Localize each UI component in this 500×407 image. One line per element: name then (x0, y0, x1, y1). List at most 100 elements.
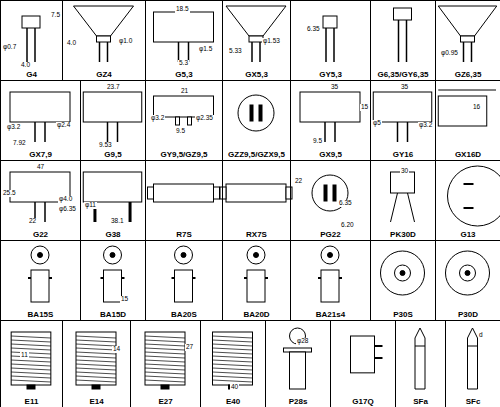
base-drawing (213, 332, 253, 389)
base-name: G4 (2, 71, 61, 79)
base-name: BA21s4 (292, 311, 369, 319)
base-drawing (83, 172, 142, 222)
dimension-label: φ2.4 (56, 122, 71, 129)
base-cell: R7S (145, 160, 223, 241)
dimension-label: 15 (120, 296, 129, 303)
base-drawing (172, 246, 196, 302)
base-cell: GZZ9,5/GZX9,5 (222, 80, 291, 161)
base-drawing (438, 6, 497, 62)
dimension-label: 25.5 (2, 190, 17, 197)
base-name: SFc (447, 398, 499, 406)
dimension-label: φ3.2 (150, 115, 165, 122)
base-name: GX16D (437, 151, 499, 159)
dimension-label: φ11 (84, 202, 97, 209)
base-drawing (11, 332, 51, 389)
dimension-label: φ1.0 (118, 38, 133, 45)
base-name: E14 (64, 398, 129, 406)
base-name: E40 (202, 398, 264, 406)
base-drawing (438, 90, 496, 126)
base-drawing (446, 251, 490, 295)
dimension-label: 22 (28, 218, 37, 225)
base-drawing (22, 16, 40, 62)
dimension-label: 18.5 (175, 6, 190, 13)
base-name: E27 (132, 398, 199, 406)
base-name: R7S (147, 231, 221, 239)
base-cell: P28s (265, 320, 331, 407)
base-cell: BA15D (80, 240, 146, 321)
dimension-label: 9.53 (98, 142, 113, 149)
dimension-label: 27 (185, 344, 194, 351)
base-cell: SFa (395, 320, 446, 407)
base-drawing (226, 6, 286, 62)
base-name: PK30D (372, 231, 434, 239)
base-cell: GX9,5 (290, 80, 371, 161)
dimension-label: 11 (20, 352, 29, 359)
base-cell: BA21s4 (290, 240, 371, 321)
base-name: GX7,9 (2, 151, 79, 159)
base-drawing (220, 184, 292, 202)
base-name: P30S (372, 311, 434, 319)
base-cell: BA15S (0, 240, 81, 321)
dimension-label: 23.7 (106, 84, 121, 91)
base-cell: BA20D (222, 240, 291, 321)
base-drawing (373, 92, 432, 142)
base-name: G38 (82, 231, 144, 239)
base-cell: E40 (200, 320, 266, 407)
dimension-label: 6.35 (306, 26, 321, 33)
base-cell: G6,35/GY6,35 (370, 0, 436, 81)
base-name: GY16 (372, 151, 434, 159)
dimension-label: φ28 (296, 338, 309, 345)
base-drawing (10, 92, 70, 142)
base-name: BA20D (224, 311, 289, 319)
dimension-label: 21 (180, 88, 189, 95)
base-drawing (300, 92, 360, 142)
base-name: G9,5 (82, 151, 144, 159)
base-drawing (145, 332, 185, 389)
base-drawing (76, 332, 116, 389)
base-cell: G13 (435, 160, 500, 241)
base-cell: GY5,3 (290, 0, 371, 81)
base-name: BA20S (147, 311, 221, 319)
base-drawing (154, 12, 214, 62)
dimension-label: 35 (400, 84, 409, 91)
dimension-label: 9.5 (312, 138, 323, 145)
base-cell: G9,5 (80, 80, 146, 161)
base-name: BA15S (2, 311, 79, 319)
base-name: BA15D (82, 311, 144, 319)
base-cell: E27 (130, 320, 201, 407)
dimension-label: φ5 (372, 120, 382, 127)
dimension-label: 30 (400, 168, 409, 175)
base-cell: G17Q (330, 320, 396, 407)
dimension-label: 4.0 (66, 40, 77, 47)
base-cell: P30S (370, 240, 436, 321)
base-name: GX5,3 (224, 71, 289, 79)
base-cell: P30D (435, 240, 500, 321)
base-name: P28s (267, 398, 329, 406)
dimension-label: φ3.2 (418, 122, 433, 129)
base-drawing (238, 95, 274, 131)
dimension-label: 6.20 (340, 222, 355, 229)
base-cell: E11 (0, 320, 63, 407)
base-cell: BA20S (145, 240, 223, 321)
dimension-label: 5.3 (178, 60, 189, 67)
dimension-label: φ1.5 (198, 46, 213, 53)
dimension-label: 38.1 (110, 218, 125, 225)
base-name: G22 (2, 231, 79, 239)
dimension-label: 6.35 (338, 200, 353, 207)
base-drawing (28, 246, 52, 302)
base-drawing (148, 184, 220, 202)
base-cell: GX7,9 (0, 80, 81, 161)
base-name: GX9,5 (292, 151, 369, 159)
base-drawing (244, 246, 268, 302)
base-cell: GX16D (435, 80, 500, 161)
base-cell: GZ6,35 (435, 0, 500, 81)
base-drawing (394, 8, 412, 62)
base-name: G5,3 (147, 71, 221, 79)
base-name: GZ6,35 (437, 71, 499, 79)
dimension-label: 16 (472, 104, 481, 111)
dimension-label: φ4.0 (58, 196, 73, 203)
dimension-label: 4.0 (20, 62, 31, 69)
base-name: G6,35/GY6,35 (372, 71, 434, 79)
dimension-label: 7.5 (50, 12, 61, 19)
dimension-label: φ3.2 (6, 124, 21, 131)
